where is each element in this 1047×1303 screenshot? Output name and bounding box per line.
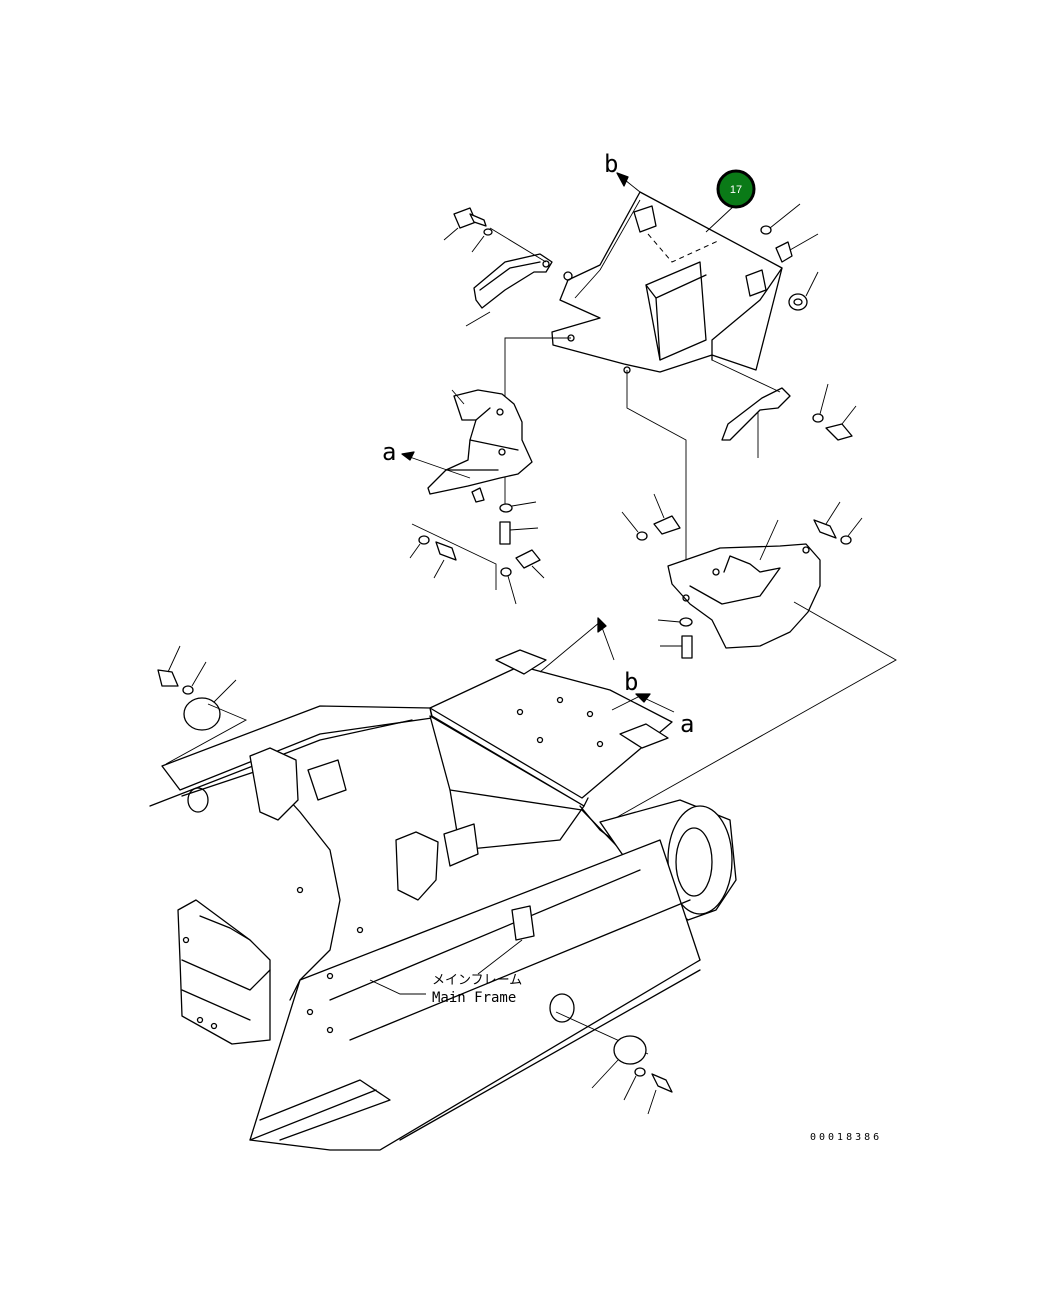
drawing-number: 00018386	[810, 1132, 882, 1143]
main-frame-label-en: Main Frame	[432, 990, 516, 1006]
left-bracket-group	[443, 207, 553, 327]
main-frame-label-jp: メインフレーム	[432, 973, 522, 988]
view-label-a-bottom: a	[680, 710, 694, 738]
main-frame	[149, 617, 737, 1151]
view-label-a-top: a	[382, 438, 396, 466]
callout-number: 17	[730, 184, 742, 196]
left-middle-cover	[401, 389, 545, 605]
view-label-b-bottom: b	[624, 668, 638, 696]
view-label-b-top: b	[604, 150, 618, 178]
upper-cover-assembly	[504, 172, 783, 560]
right-small-parts	[711, 203, 857, 458]
callout-marker-17[interactable]: 17	[716, 169, 756, 209]
right-middle-cover	[611, 493, 897, 821]
left-side-cover-group	[157, 645, 248, 813]
callout-leader	[705, 204, 736, 233]
